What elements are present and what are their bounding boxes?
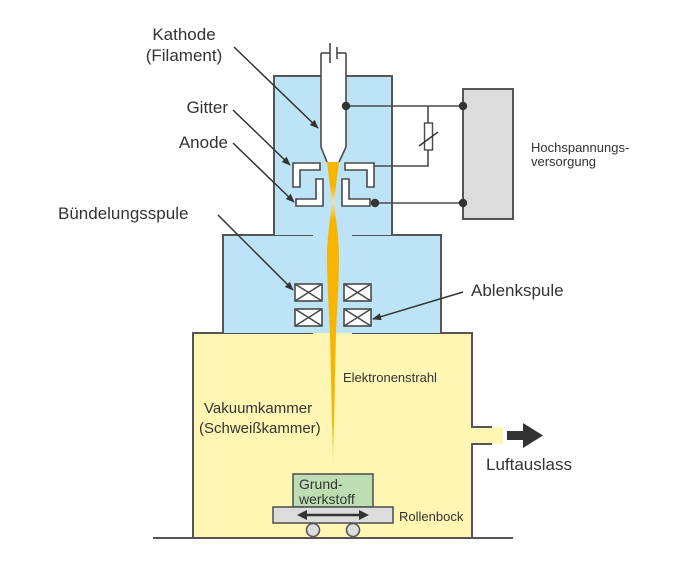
label-cathode: Kathode (152, 25, 215, 44)
label-workpiece: Grund- (299, 476, 343, 492)
grid-left (292, 162, 321, 188)
junction-dot (370, 198, 380, 208)
electron-beam-lower (326, 198, 340, 472)
electron-beam (326, 162, 340, 472)
label-cathode-sub: (Filament) (146, 46, 223, 65)
leader-lines (217, 46, 464, 321)
label-power-supply: Hochspannungs- (531, 140, 629, 155)
coil-icon (343, 283, 372, 302)
grid-electrode (292, 162, 375, 188)
junction-dot (458, 101, 468, 111)
label-focus-coil: Bündelungsspule (58, 204, 188, 223)
grid-right (344, 162, 375, 188)
label-anode: Anode (179, 133, 228, 152)
double-arrow-icon (297, 510, 369, 520)
battery-symbol-icon (321, 43, 346, 63)
junction-dot (341, 101, 351, 111)
anode-right (341, 178, 371, 207)
anode-electrode (295, 178, 371, 207)
cathode-outline (320, 53, 347, 163)
leader-grid (232, 109, 291, 166)
leader-anode (232, 142, 295, 203)
coil-icon (343, 308, 372, 327)
label-vacuum-chamber: Vakuumkammer (204, 400, 312, 417)
leader-cathode (233, 46, 319, 129)
leader-deflection-coil (372, 291, 464, 321)
label-vacuum-chamber-sub: (Schweißkammer) (199, 420, 321, 437)
high-voltage-supply-box (462, 88, 514, 220)
label-grid: Gitter (186, 98, 228, 117)
carriage-wheel (305, 522, 321, 538)
label-electron-beam: Elektronenstrahl (343, 370, 437, 385)
wiring (346, 105, 463, 204)
carriage-wheel (345, 522, 361, 538)
electron-beam-upper (327, 162, 339, 206)
leader-focus-coil (217, 214, 294, 291)
label-power-supply-sub: versorgung (531, 154, 596, 169)
label-workpiece-sub: werkstoff (298, 491, 355, 507)
junction-dot (458, 198, 468, 208)
label-carriage: Rollenbock (399, 509, 464, 524)
deflection-coils (294, 308, 372, 327)
anode-left (295, 178, 324, 207)
label-deflection-coil: Ablenkspule (471, 281, 564, 300)
focus-coils (294, 283, 372, 302)
coil-icon (294, 308, 323, 327)
label-air-outlet: Luftauslass (486, 455, 572, 474)
cathode-filament (320, 43, 347, 163)
arrow-right-icon (507, 423, 543, 448)
air-outlet-pipe (471, 427, 503, 444)
coil-icon (294, 283, 323, 302)
variable-resistor-icon (418, 122, 439, 151)
junction-dots (341, 101, 468, 208)
cathode-body (321, 53, 346, 162)
